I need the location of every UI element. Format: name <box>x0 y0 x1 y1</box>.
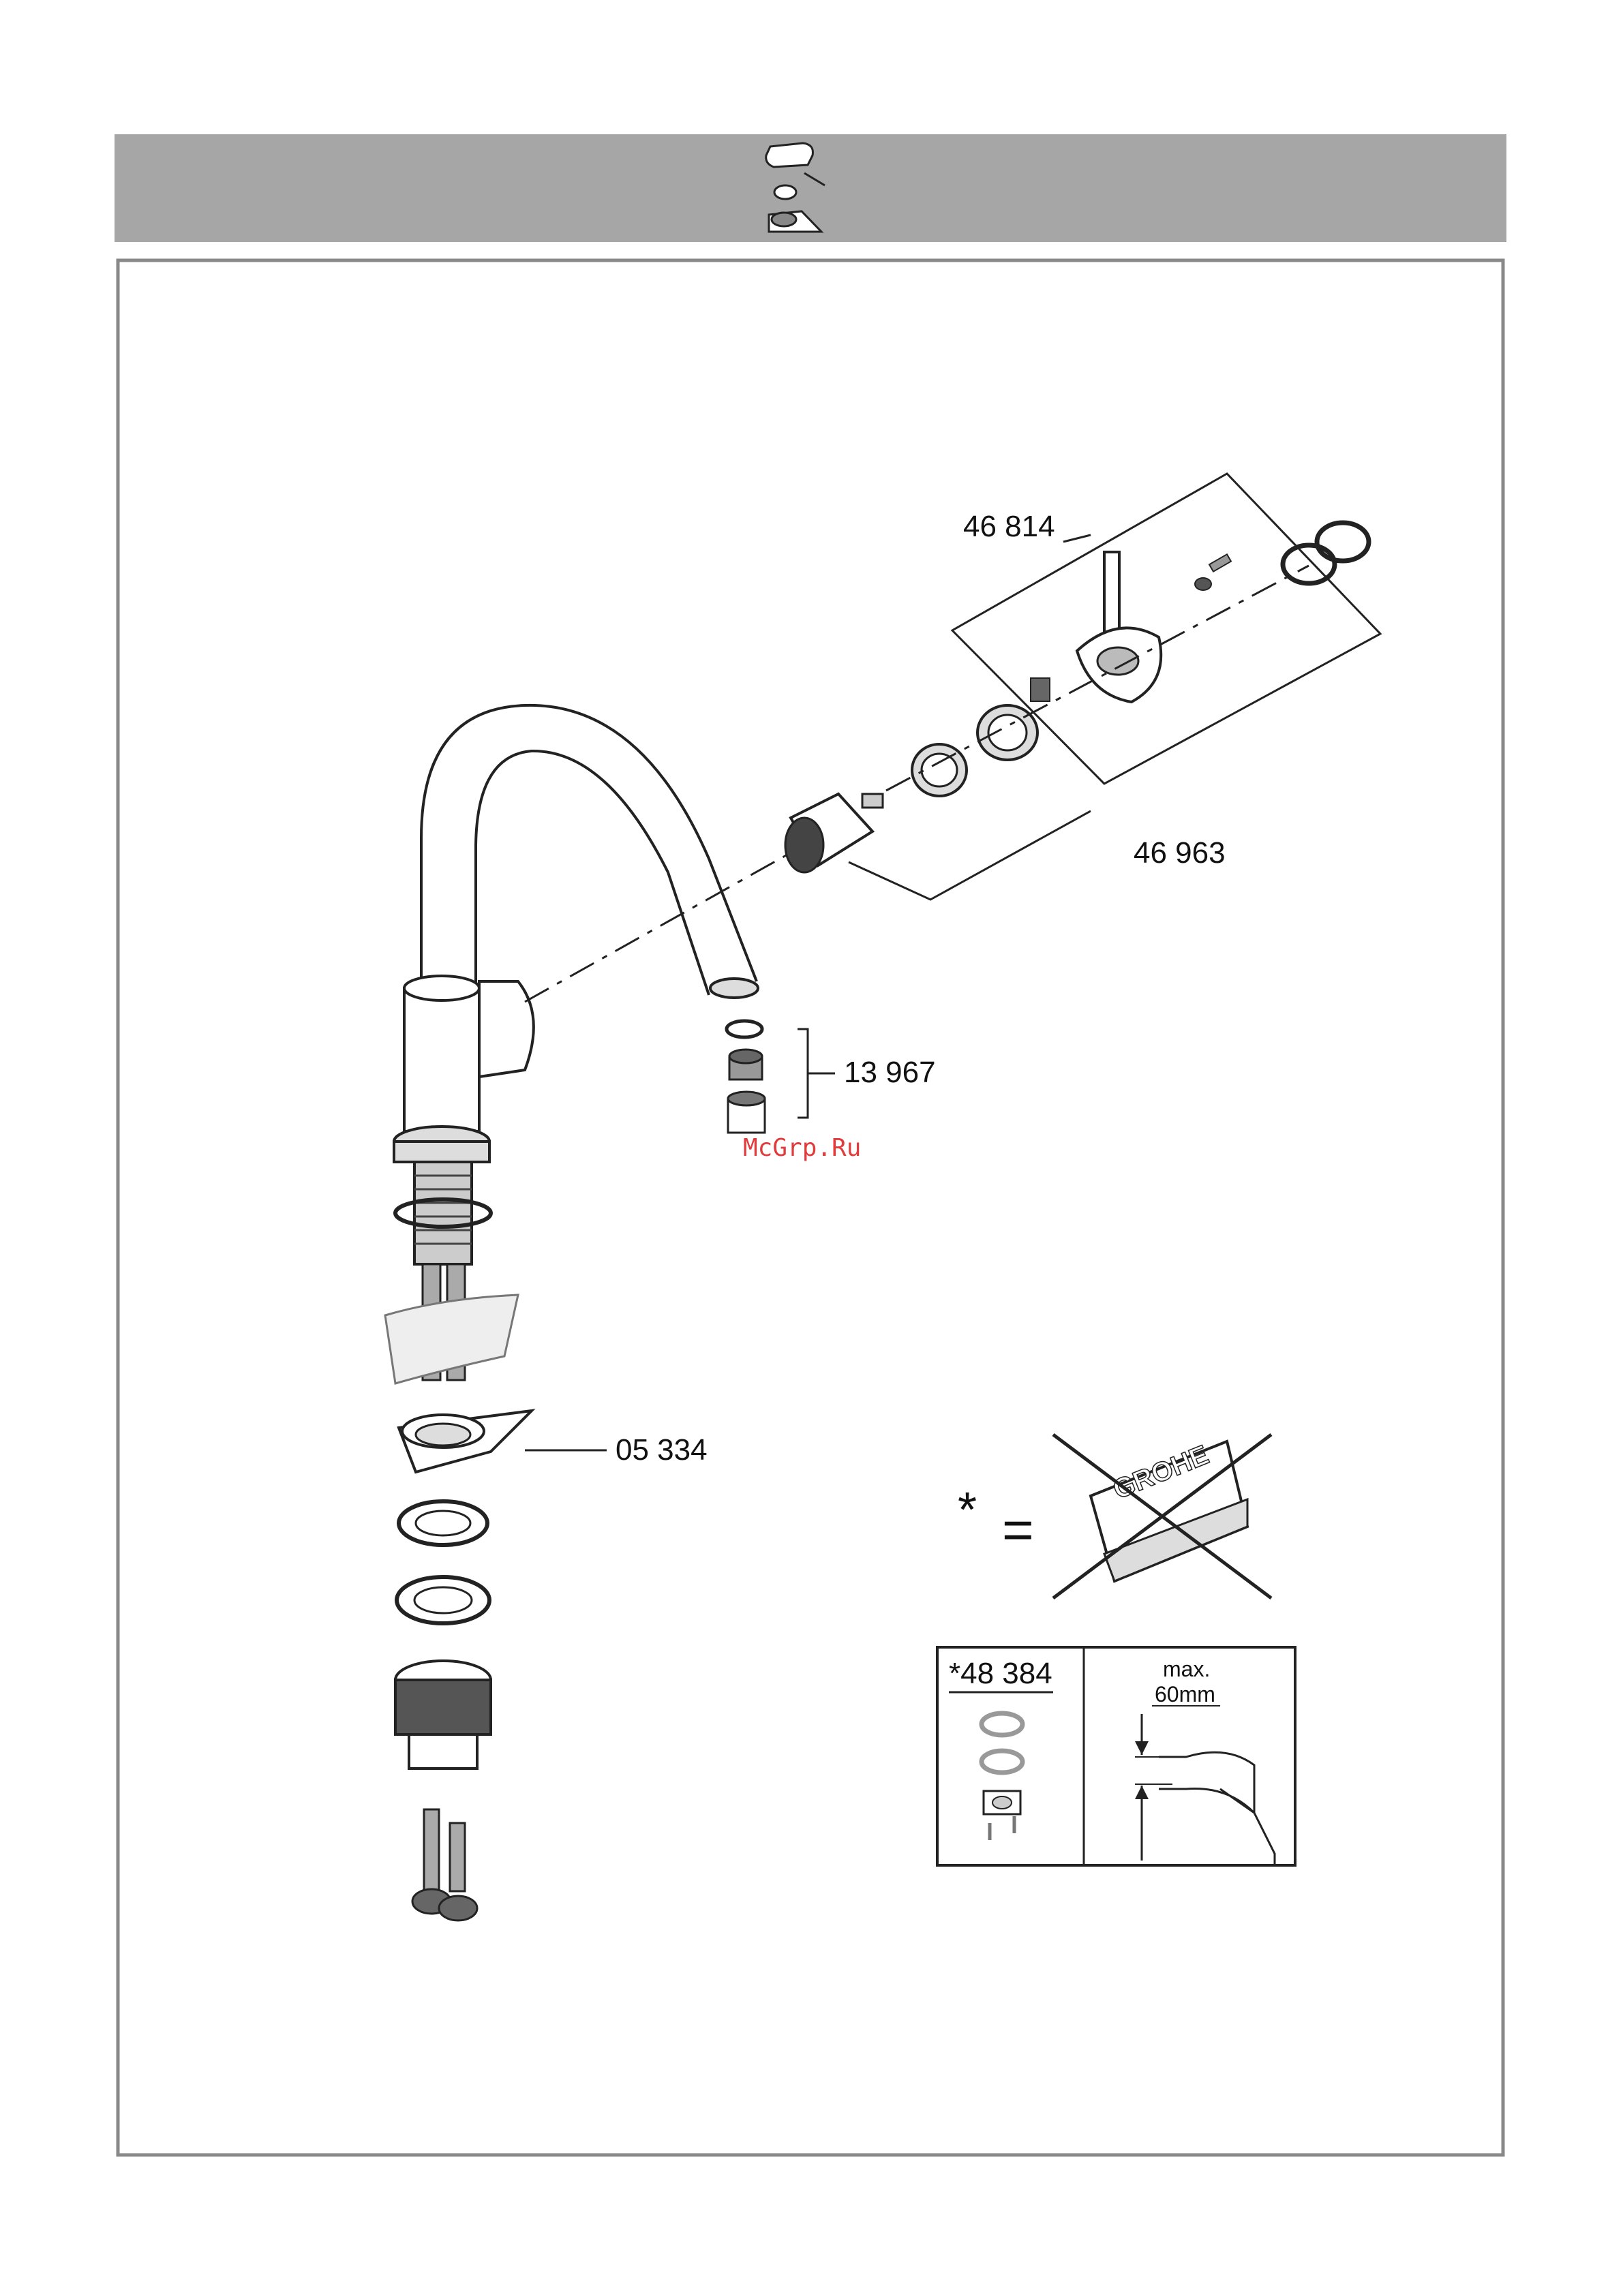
equals-symbol: = <box>1002 1499 1034 1560</box>
lock-nut-part: 05 334 <box>399 1411 708 1472</box>
asterisk-note: * = GROHE <box>958 1435 1271 1598</box>
handle-kit-part-number: 46 814 <box>963 510 1055 543</box>
aerator-kit-part-number: 13 967 <box>844 1056 936 1089</box>
hose-ends <box>412 1809 477 1920</box>
dimension-label: max. <box>1163 1657 1210 1681</box>
dimension-value: 60mm <box>1155 1682 1215 1706</box>
fixing-nut <box>395 1661 491 1769</box>
lock-nut-part-number: 05 334 <box>616 1433 708 1467</box>
faucet-body <box>385 705 804 1383</box>
cartridge-kit-callout: 46 963 <box>785 566 1309 900</box>
aerator-kit-callout: 13 967 McGrp.Ru <box>727 1021 936 1162</box>
asterisk-symbol: * <box>958 1483 977 1537</box>
spec-part-number: *48 384 <box>949 1657 1052 1690</box>
washer-rings <box>397 1501 489 1623</box>
crossed-out-box-icon: GROHE <box>1053 1435 1271 1598</box>
cartridge-kit-part-number: 46 963 <box>1134 836 1226 870</box>
spec-box: *48 384 max. 60mm <box>937 1647 1295 1865</box>
watermark: McGrp.Ru <box>743 1134 861 1162</box>
